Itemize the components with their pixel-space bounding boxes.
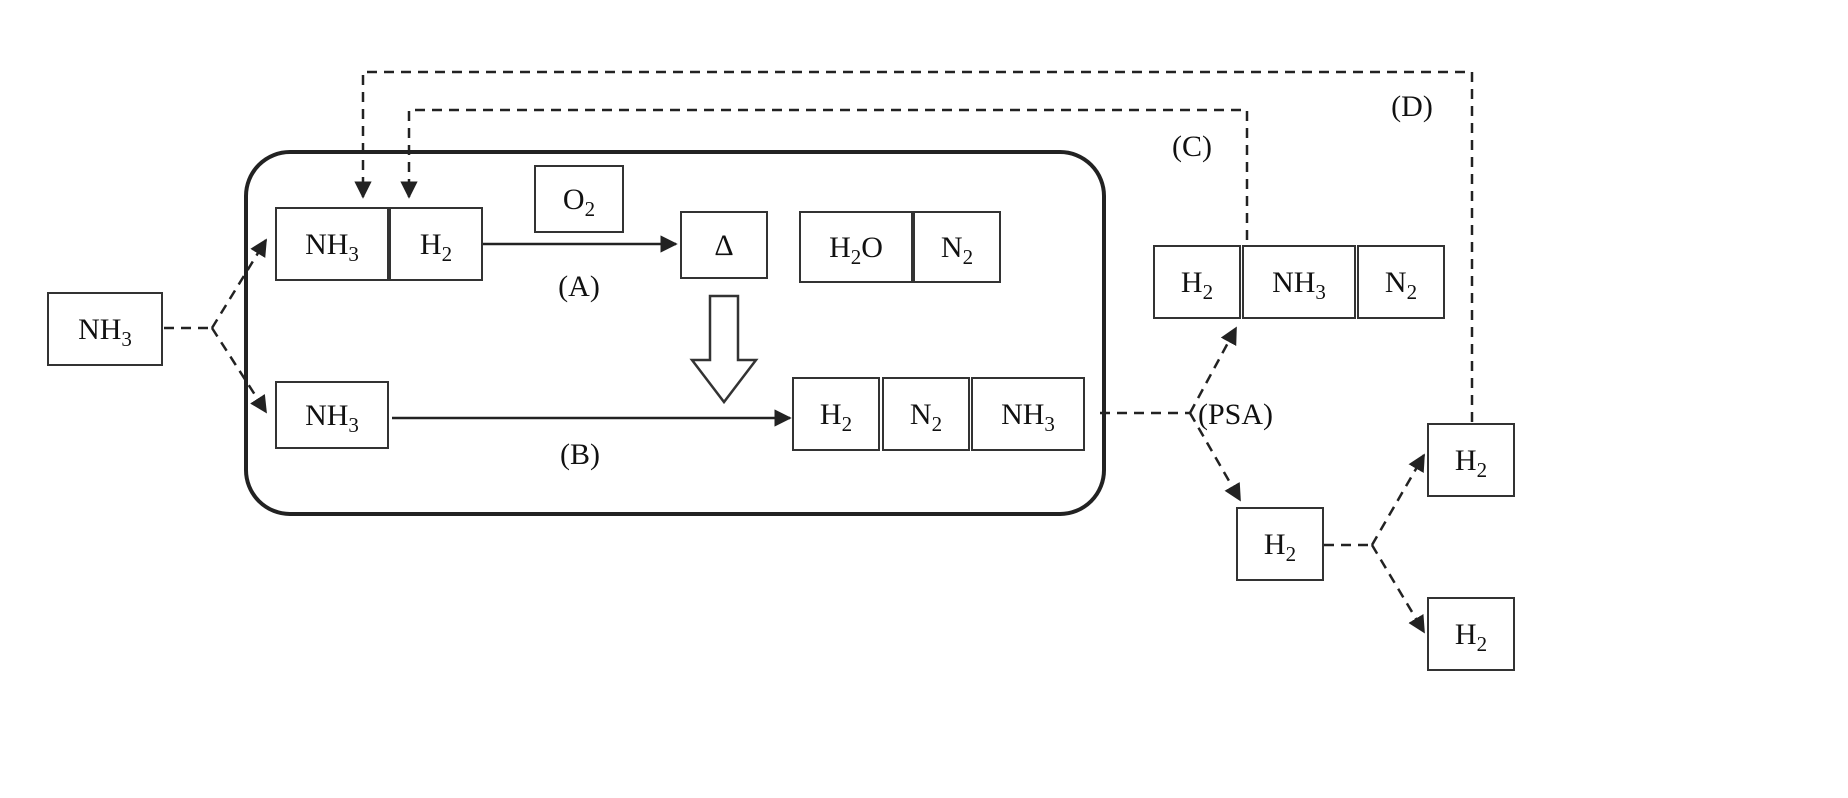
- feed-branch-b: [212, 328, 266, 412]
- heat-label: Δ: [714, 229, 733, 262]
- label-c: (C): [1172, 130, 1212, 163]
- label-d: (D): [1391, 90, 1433, 123]
- label-psa: (PSA): [1198, 398, 1273, 431]
- feed-branch-a: [212, 240, 266, 328]
- reactor-boundary: [246, 152, 1104, 514]
- label-a: (A): [558, 270, 600, 303]
- label-b: (B): [560, 438, 600, 471]
- h2-output-branch: [1372, 545, 1424, 632]
- heat-transfer-arrow: [692, 296, 756, 402]
- h2-recycle-branch: [1372, 455, 1424, 545]
